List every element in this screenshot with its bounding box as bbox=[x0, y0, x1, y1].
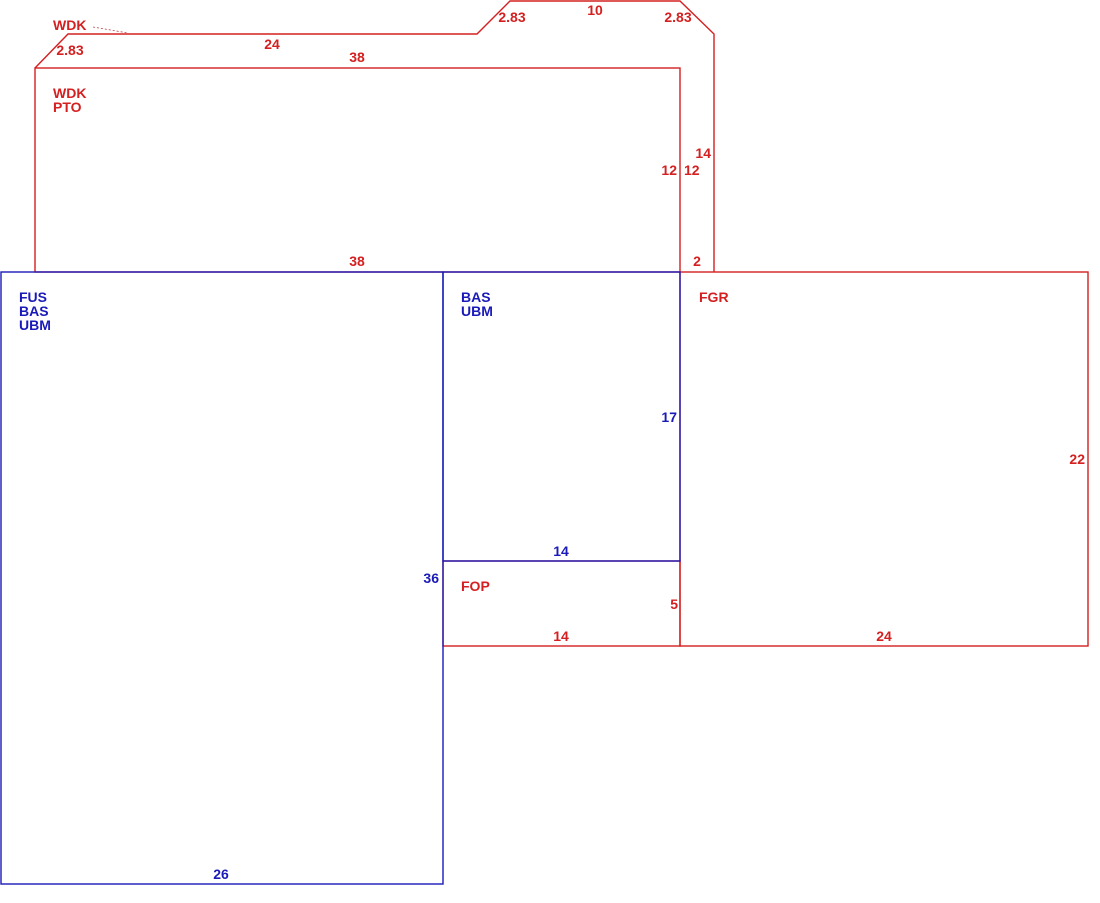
wdk-pto-label-line2: PTO bbox=[53, 99, 82, 115]
dim-fop-right: 5 bbox=[670, 596, 678, 612]
dim-wdk-upper-top-short: 10 bbox=[587, 2, 603, 18]
dim-fgr-right: 22 bbox=[1069, 451, 1085, 467]
dim-bas-ubm-right: 17 bbox=[661, 409, 677, 425]
main-label-line1: FUS bbox=[19, 289, 47, 305]
wdk-upper-outline bbox=[34, 0, 715, 272]
dim-wdk-upper-left-chamfer: 2.83 bbox=[56, 42, 83, 58]
dim-fgr-bottom: 24 bbox=[876, 628, 892, 644]
bas-ubm-outline bbox=[442, 271, 681, 562]
dim-pto-right-inner: 12 bbox=[684, 162, 700, 178]
wdk-pto-label-line1: WDK bbox=[53, 85, 86, 101]
dim-main-right: 36 bbox=[423, 570, 439, 586]
dim-main-bottom: 26 bbox=[213, 866, 229, 882]
fop-label: FOP bbox=[461, 578, 490, 594]
bas-ubm-label-line1: BAS bbox=[461, 289, 491, 305]
bas-ubm-label-line2: UBM bbox=[461, 303, 493, 319]
dim-wdk-upper-bottom-right: 2 bbox=[693, 253, 701, 269]
dim-fop-bottom: 14 bbox=[553, 628, 569, 644]
main-label-line2: BAS bbox=[19, 303, 49, 319]
fgr-outline bbox=[679, 271, 1089, 647]
dim-bas-ubm-bottom: 14 bbox=[553, 543, 569, 559]
main-outline bbox=[0, 271, 444, 885]
dim-pto-top: 38 bbox=[349, 49, 365, 65]
dim-wdk-upper-chamfer-b: 2.83 bbox=[664, 9, 691, 25]
wdk-upper-label: WDK bbox=[53, 17, 86, 33]
wdk-pto-outline bbox=[34, 67, 681, 273]
wdk-leader-line bbox=[92, 26, 129, 34]
dim-pto-right-outer: 12 bbox=[661, 162, 677, 178]
dim-wdk-upper-top-long: 24 bbox=[264, 36, 280, 52]
main-label-line3: UBM bbox=[19, 317, 51, 333]
dim-pto-bottom: 38 bbox=[349, 253, 365, 269]
fgr-label: FGR bbox=[699, 289, 729, 305]
dim-wdk-upper-right: 14 bbox=[695, 145, 711, 161]
dim-wdk-upper-chamfer-a: 2.83 bbox=[498, 9, 525, 25]
